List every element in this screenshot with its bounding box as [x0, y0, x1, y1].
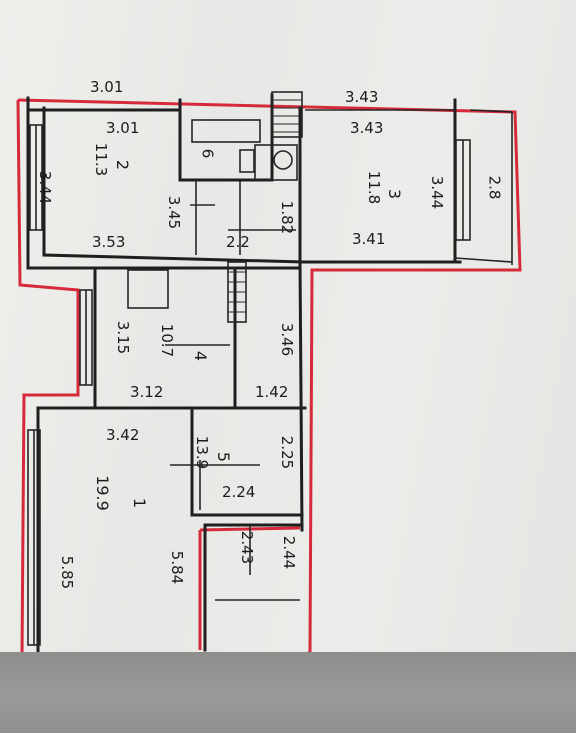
dimension-lines [165, 180, 300, 601]
room-3-area: 11.8 [365, 170, 384, 205]
dimension-top-left: 3.01 [90, 78, 124, 96]
room-5-width: 2.25 [278, 435, 297, 470]
room-1-height: 5.85 [58, 555, 77, 590]
corridor-dimension: 1.82 [278, 200, 297, 235]
room-2-area: 11.3 [92, 142, 111, 177]
lower-dimension-b: 2.44 [280, 535, 299, 570]
apartment-outline-left [16, 99, 80, 656]
dimension-top-right: 3.43 [345, 88, 379, 106]
room-2-number: 2 [113, 159, 133, 171]
hall-width: 2.2 [226, 233, 250, 251]
room-5-number: 5 [214, 451, 234, 463]
photo-bottom-shadow [0, 652, 576, 733]
room-2-width-2: 3.53 [92, 233, 126, 251]
room-4-width-2: 3.12 [130, 383, 164, 401]
corridor-length: 3.46 [278, 322, 297, 357]
room-2-width: 3.01 [106, 119, 140, 137]
room-4-area: 10.7 [158, 323, 177, 358]
room-1-width: 3.42 [106, 426, 140, 444]
room-3-number: 3 [385, 188, 405, 200]
windows [27, 124, 471, 646]
room-6-number: 6 [198, 148, 217, 159]
room-2-height: 3.44 [36, 170, 55, 205]
corridor-width: 1.42 [255, 383, 289, 401]
room-5-width-2: 2.24 [222, 483, 256, 501]
room-3-width: 3.43 [350, 119, 384, 137]
room-3-width-2: 3.41 [352, 230, 386, 248]
lower-dimension-a: 2.43 [238, 530, 257, 565]
stair-hatching [127, 91, 303, 323]
room-4-width: 3.15 [114, 320, 133, 355]
room-5-area: 13.9 [193, 435, 212, 470]
room-1-number: 1 [130, 497, 150, 509]
room-3-height: 3.44 [428, 175, 447, 210]
room-1-height-2: 5.84 [168, 550, 187, 585]
room-2-height-2: 3.45 [165, 195, 184, 230]
balcony-dimension: 2.8 [485, 175, 504, 200]
bathroom-fixtures [191, 119, 298, 181]
room-4-number: 4 [191, 350, 211, 362]
room-1-area: 19.9 [92, 475, 112, 511]
